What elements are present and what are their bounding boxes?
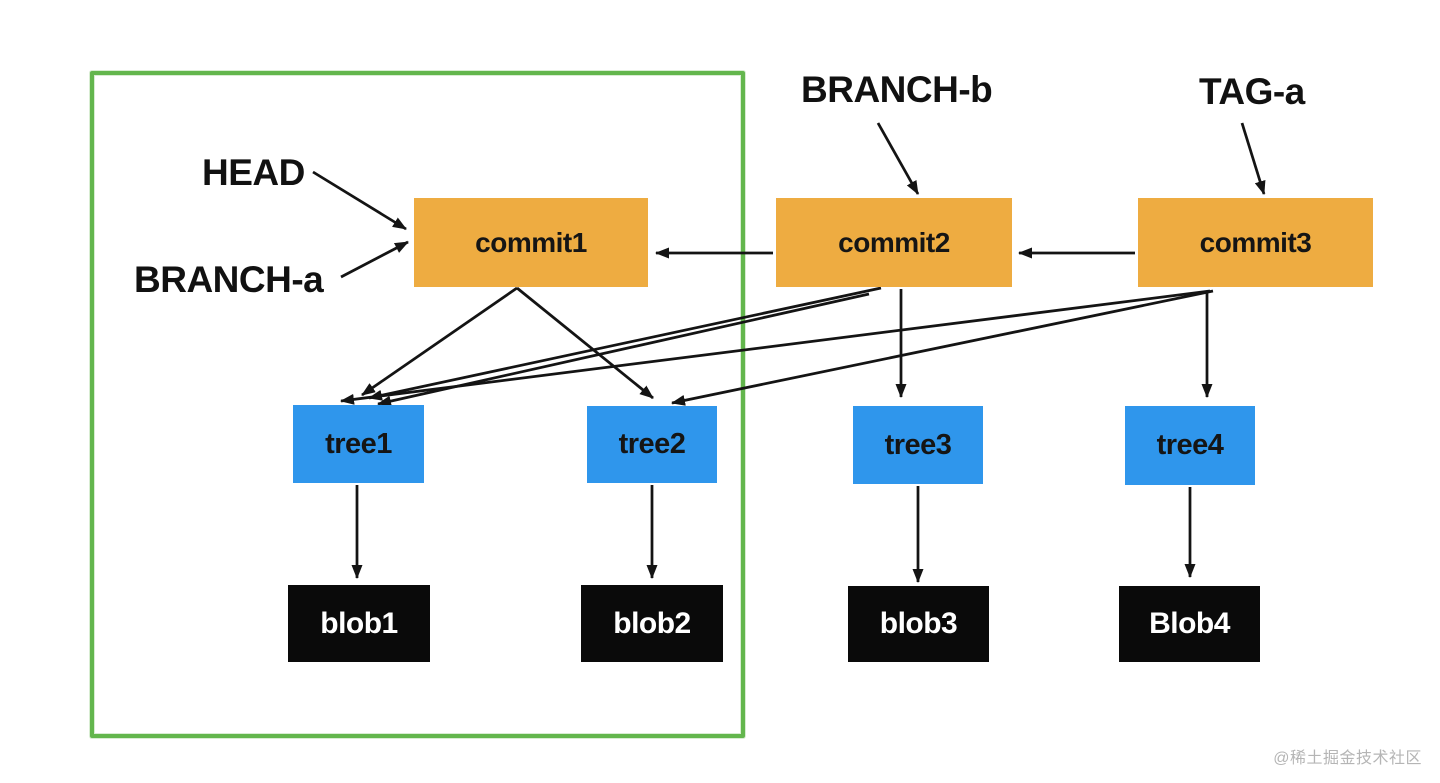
commit2-node: commit2 (776, 198, 1012, 287)
tag-a-ref-label: TAG-a (1199, 71, 1305, 112)
blob4-node: Blob4 (1119, 586, 1260, 662)
head-ref-label: HEAD (202, 152, 305, 193)
blob1-node: blob1 (288, 585, 430, 662)
commit1-node: commit1 (414, 198, 648, 287)
tree1-node: tree1 (293, 405, 424, 483)
edge-commit3-to-tree2 (671, 289, 1214, 406)
watermark-text: @稀土掘金技术社区 (1273, 750, 1422, 767)
blob3-node: blob3 (848, 586, 989, 662)
branch-b-ref-label: BRANCH-b (801, 69, 993, 110)
tree4-node: tree4 (1125, 406, 1255, 485)
blob2-node: blob2 (581, 585, 723, 662)
edge-TAG-a-to-commit3 (1240, 122, 1266, 195)
tree2-node: tree2 (587, 406, 717, 483)
tree3-node: tree3 (853, 406, 983, 484)
branch-a-ref-label: BRANCH-a (134, 259, 324, 300)
edge-BRANCH-b-to-commit2 (876, 122, 920, 195)
commit3-node: commit3 (1138, 198, 1373, 287)
